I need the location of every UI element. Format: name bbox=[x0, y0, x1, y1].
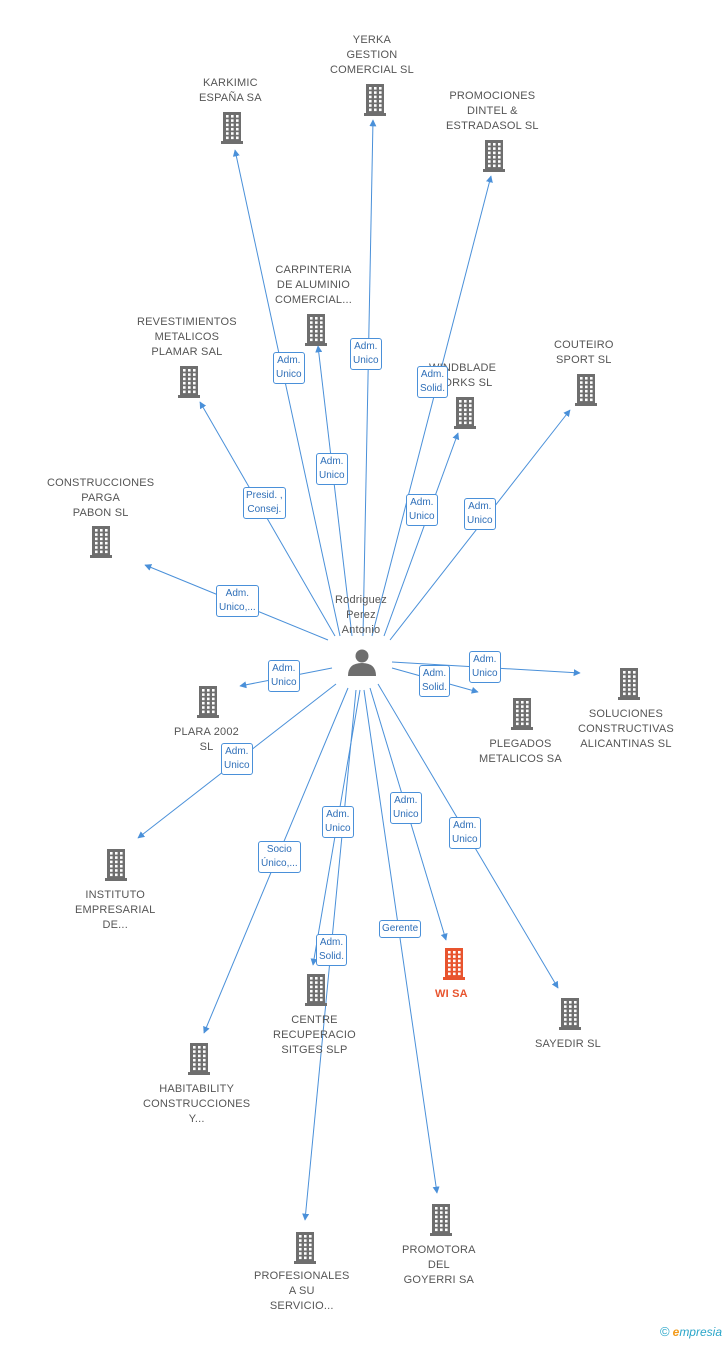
role-badge-promociones[interactable]: Adm. Solid. bbox=[417, 366, 449, 398]
building-icon-promotora[interactable] bbox=[430, 1204, 452, 1236]
edge-carpinteria bbox=[315, 345, 353, 637]
company-label-sayedir[interactable]: SAYEDIR SL bbox=[535, 1038, 601, 1050]
building-icon-soluciones[interactable] bbox=[618, 668, 640, 700]
footer-brand: ©empresia bbox=[660, 1324, 722, 1339]
building-icon-windblade[interactable] bbox=[454, 397, 476, 429]
edge-promociones bbox=[371, 175, 493, 637]
building-icon-yerka[interactable] bbox=[364, 84, 386, 116]
role-badge-soluciones[interactable]: Adm. Unico bbox=[469, 651, 501, 683]
role-badge-construcciones[interactable]: Adm. Unico,... bbox=[216, 585, 259, 617]
company-label-promociones[interactable]: PROMOCIONES DINTEL & ESTRADASOL SL bbox=[446, 90, 539, 132]
role-badge-yerka[interactable]: Adm. Unico bbox=[350, 338, 382, 370]
company-label-habitability[interactable]: HABITABILITY CONSTRUCCIONES Y... bbox=[143, 1083, 251, 1125]
building-icon-couteiro[interactable] bbox=[575, 374, 597, 406]
company-label-instituto[interactable]: INSTITUTO EMPRESARIAL DE... bbox=[75, 889, 156, 931]
building-icon-carpinteria[interactable] bbox=[305, 314, 327, 346]
company-label-couteiro[interactable]: COUTEIRO SPORT SL bbox=[554, 339, 614, 366]
edge-windblade bbox=[383, 432, 460, 637]
person-icon[interactable] bbox=[348, 649, 376, 677]
building-icon-instituto[interactable] bbox=[105, 849, 127, 881]
building-icon-habitability[interactable] bbox=[188, 1043, 210, 1075]
role-badge-karkimic[interactable]: Adm. Unico bbox=[273, 352, 305, 384]
person-name-label[interactable]: Rodriguez Perez Antonio bbox=[335, 594, 387, 636]
company-label-centre[interactable]: CENTRE RECUPERACIO SITGES SLP bbox=[273, 1014, 356, 1056]
company-label-karkimic[interactable]: KARKIMIC ESPAÑA SA bbox=[199, 77, 262, 104]
building-icon-karkimic[interactable] bbox=[221, 112, 243, 144]
brand-logo-text: mpresia bbox=[679, 1325, 722, 1339]
role-badge-carpinteria[interactable]: Adm. Unico bbox=[316, 453, 348, 485]
building-icon-promociones[interactable] bbox=[483, 140, 505, 172]
role-badge-sayedir[interactable]: Adm. Unico bbox=[449, 817, 481, 849]
role-badge-couteiro[interactable]: Adm. Unico bbox=[464, 498, 496, 530]
company-label-promotora[interactable]: PROMOTORA DEL GOYERRI SA bbox=[402, 1244, 476, 1286]
role-badge-centre[interactable]: Adm. Unico bbox=[322, 806, 354, 838]
building-icon-construcciones[interactable] bbox=[90, 526, 112, 558]
role-badge-promotora[interactable]: Gerente bbox=[379, 920, 422, 938]
company-label-profesionales[interactable]: PROFESIONALES A SU SERVICIO... bbox=[254, 1270, 350, 1312]
building-icon-plegados[interactable] bbox=[511, 698, 533, 730]
company-label-revestimientos[interactable]: REVESTIMIENTOS METALICOS PLAMAR SAL bbox=[137, 316, 237, 358]
company-label-construcciones[interactable]: CONSTRUCCIONES PARGA PABON SL bbox=[47, 477, 155, 519]
role-badge-plara[interactable]: Adm. Unico bbox=[268, 660, 300, 692]
edge-yerka bbox=[362, 119, 377, 637]
brand-logo-initial: e bbox=[672, 1325, 680, 1339]
role-badge-revestimientos[interactable]: Presid. , Consej. bbox=[243, 487, 286, 519]
company-label-plegados[interactable]: PLEGADOS METALICOS SA bbox=[479, 738, 562, 765]
building-icon-revestimientos[interactable] bbox=[178, 366, 200, 398]
role-badge-habitability[interactable]: Socio Único,... bbox=[258, 841, 301, 873]
edge-karkimic bbox=[232, 149, 341, 637]
role-badge-profesionales[interactable]: Adm. Solid. bbox=[316, 934, 348, 966]
role-badge-instituto[interactable]: Adm. Unico bbox=[221, 743, 253, 775]
copyright-symbol: © bbox=[660, 1324, 670, 1339]
company-label-soluciones[interactable]: SOLUCIONES CONSTRUCTIVAS ALICANTINAS SL bbox=[578, 708, 674, 750]
company-label-carpinteria[interactable]: CARPINTERIA DE ALUMINIO COMERCIAL... bbox=[275, 264, 352, 306]
company-label-yerka[interactable]: YERKA GESTION COMERCIAL SL bbox=[330, 34, 414, 76]
role-badge-plegados[interactable]: Adm. Solid. bbox=[419, 665, 451, 697]
building-icon-wisa[interactable] bbox=[443, 948, 465, 980]
building-icon-sayedir[interactable] bbox=[559, 998, 581, 1030]
edge-revestimientos bbox=[199, 401, 336, 637]
role-badge-wisa[interactable]: Adm. Unico bbox=[390, 792, 422, 824]
building-icon-profesionales[interactable] bbox=[294, 1232, 316, 1264]
building-icon-plara[interactable] bbox=[197, 686, 219, 718]
building-icon-centre[interactable] bbox=[305, 974, 327, 1006]
edge-promotora bbox=[363, 689, 440, 1194]
role-badge-windblade[interactable]: Adm. Unico bbox=[406, 494, 438, 526]
company-label-wisa[interactable]: WI SA bbox=[435, 988, 468, 1000]
company-label-plara[interactable]: PLARA 2002 SL bbox=[174, 726, 239, 753]
